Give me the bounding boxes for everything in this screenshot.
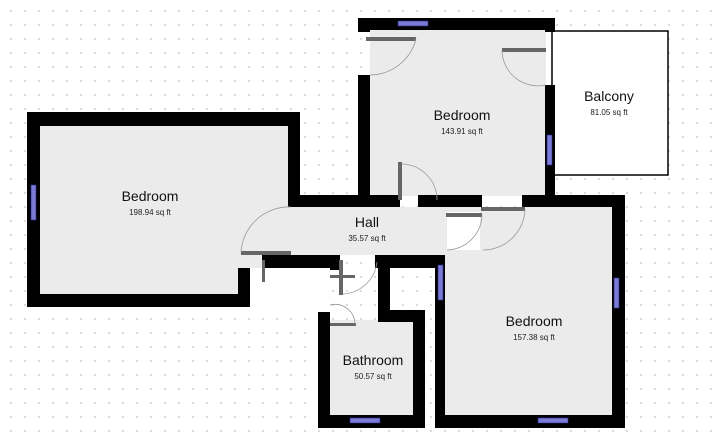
windows [30,20,620,424]
room-bedroom-left[interactable] [40,126,290,294]
doors [241,37,546,326]
window [397,20,429,27]
window [537,417,569,424]
room-bathroom[interactable] [330,320,416,416]
room-name: Bedroom [505,313,563,329]
room-area: 157.38 sq ft [513,333,555,342]
room-area: 143.91 sq ft [441,127,483,136]
walls [27,18,625,428]
window [349,417,381,424]
room-area: 50.57 sq ft [354,372,392,381]
room-hall[interactable] [250,207,445,255]
room-name: Bedroom [433,107,491,123]
room-name: Hall [354,214,380,230]
room-label-bedroom-top: Bedroom 143.91 sq ft [434,107,491,136]
room-label-bathroom: Bathroom 50.57 sq ft [343,352,404,381]
room-label-balcony: Balcony 81.05 sq ft [584,88,634,117]
door-swings [240,38,547,325]
room-label-bedroom-right: Bedroom 157.38 sq ft [506,313,563,342]
room-area: 198.94 sq ft [129,208,171,217]
room-area: 81.05 sq ft [590,108,628,117]
window [613,277,620,309]
room-area: 35.57 sq ft [348,234,386,243]
closet [447,212,480,250]
room-name: Bathroom [342,352,404,368]
window [30,184,37,221]
room-label-hall: Hall 35.57 sq ft [348,214,385,243]
window [437,264,444,301]
room-name: Balcony [584,88,634,104]
room-name: Bedroom [121,188,179,204]
floors [40,30,613,416]
window [546,134,553,166]
room-label-bedroom-left: Bedroom 198.94 sq ft [122,188,179,217]
